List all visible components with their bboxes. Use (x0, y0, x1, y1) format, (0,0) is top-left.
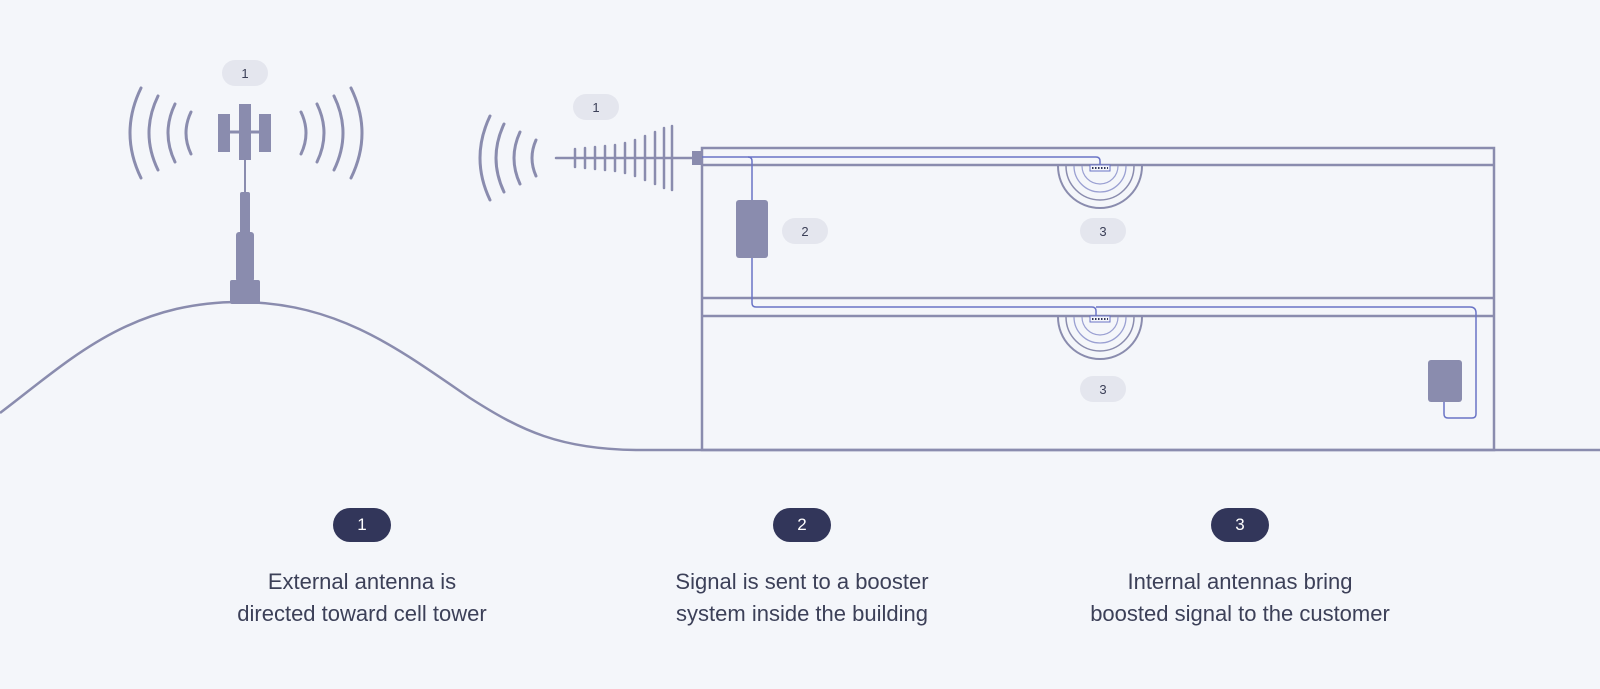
legend-badge-2: 2 (773, 508, 831, 542)
inner-antenna-bottom-icon (1057, 315, 1143, 360)
legend-caption-1: External antenna is directed toward cell… (237, 569, 487, 626)
building-outline (700, 146, 1496, 452)
svg-text:2: 2 (801, 224, 808, 239)
legend-badge-3: 3 (1211, 508, 1269, 542)
signal-booster-diagram: 1 1 (0, 60, 1600, 452)
cell-tower-icon (218, 104, 271, 304)
legend-caption-3: Internal antennas bring boosted signal t… (1090, 569, 1390, 626)
tower-signal-waves-icon (128, 86, 364, 180)
booster-cables (702, 156, 1477, 419)
svg-text:3: 3 (1099, 224, 1106, 239)
legend-badge-1: 1 (333, 508, 391, 542)
legend-item-3: 3 Internal antennas bring boosted signal… (1030, 508, 1450, 630)
callout-booster: 2 (782, 218, 828, 244)
legend-caption-2: Signal is sent to a booster system insid… (675, 569, 929, 626)
booster-unit (736, 200, 768, 258)
antenna-mount (692, 151, 702, 165)
callout-inner-antenna-bottom: 3 (1080, 376, 1126, 402)
callout-external-antenna: 1 (573, 94, 619, 120)
ground-hill-line (0, 300, 1600, 452)
svg-text:1: 1 (592, 100, 599, 115)
inner-antenna-top-icon (1057, 164, 1143, 209)
legend-item-2: 2 Signal is sent to a booster system ins… (592, 508, 1012, 630)
legend-item-1: 1 External antenna is directed toward ce… (152, 508, 572, 630)
power-unit (1428, 360, 1462, 402)
callout-tower: 1 (222, 60, 268, 86)
callout-inner-antenna-top: 3 (1080, 218, 1126, 244)
external-antenna-icon (554, 124, 696, 192)
svg-text:1: 1 (241, 66, 248, 81)
antenna-signal-waves-icon (478, 114, 538, 202)
svg-text:3: 3 (1099, 382, 1106, 397)
